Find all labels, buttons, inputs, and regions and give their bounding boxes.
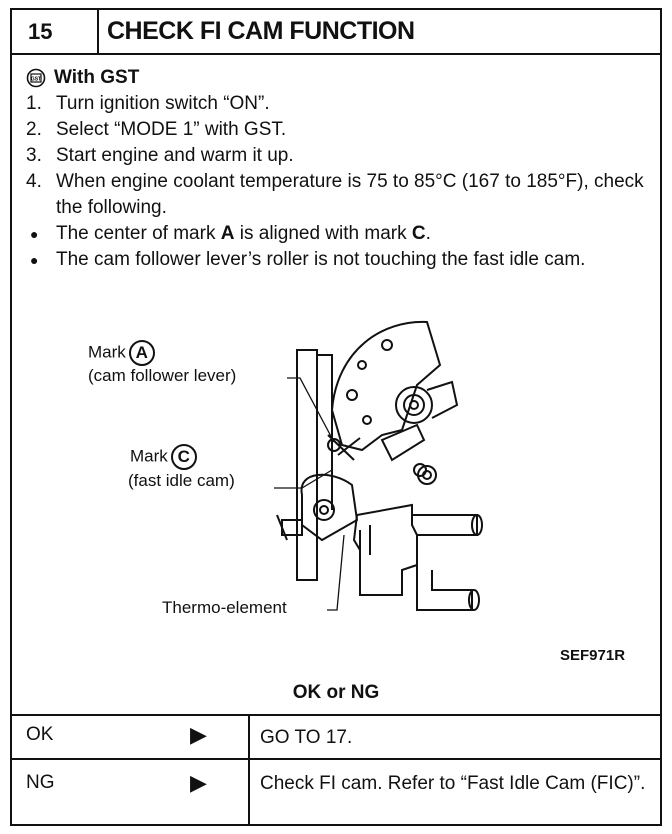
step-text: Turn ignition switch “ON”. — [56, 93, 270, 114]
arrow-icon: ▶ — [190, 722, 207, 747]
gst-heading: GST With GST — [26, 65, 656, 91]
mark-c-desc: (fast idle cam) — [128, 471, 235, 490]
step-text: When engine coolant temperature is 75 to… — [56, 171, 644, 218]
mark-a-circle: A — [128, 340, 155, 366]
check-text: The cam follower lever’s roller is not t… — [56, 249, 586, 270]
mark-a-desc: (cam follower lever) — [88, 366, 237, 385]
action-ng: Check FI cam. Refer to “Fast Idle Cam (F… — [260, 773, 646, 794]
divider — [248, 716, 250, 760]
check-text: The center of mark — [56, 223, 221, 244]
bullet-icon: ● — [30, 252, 39, 268]
bullet-icon: ● — [30, 226, 39, 242]
mark-c-text: Mark — [130, 446, 168, 466]
figure-code: SEF971R — [560, 647, 626, 664]
leader-lines — [274, 377, 345, 611]
check-item-2: ● The cam follower lever’s roller is not… — [26, 247, 656, 273]
step-number: 15 — [12, 10, 99, 53]
check-text: is aligned with mark — [234, 223, 412, 244]
mark-a-text: Mark — [88, 342, 126, 362]
step-num: 3. — [26, 145, 42, 166]
step-3: 3. Start engine and warm it up. — [26, 143, 656, 169]
gst-icon: GST — [26, 68, 46, 88]
mark-c-ref: C — [411, 223, 426, 244]
check-item-1: ● The center of mark A is aligned with m… — [26, 221, 656, 247]
page-title: CHECK FI CAM FUNCTION — [107, 17, 415, 45]
instructions: GST With GST 1. Turn ignition switch “ON… — [26, 65, 656, 273]
step-num: 1. — [26, 93, 42, 114]
procedure-box: 15 CHECK FI CAM FUNCTION GST With GST 1.… — [10, 8, 662, 826]
status-ok: OK — [26, 724, 54, 745]
step-num: 4. — [26, 171, 42, 192]
divider — [248, 760, 250, 826]
step-4: 4. When engine coolant temperature is 75… — [26, 169, 656, 221]
check-text: . — [425, 223, 431, 244]
header: 15 CHECK FI CAM FUNCTION — [12, 10, 660, 55]
result-row-ok: OK ▶ GO TO 17. — [12, 714, 660, 760]
step-2: 2. Select “MODE 1” with GST. — [26, 117, 656, 143]
mark-c-circle: C — [170, 444, 197, 470]
fi-cam-illustration — [276, 320, 483, 611]
action-ok: GO TO 17. — [260, 727, 353, 748]
gst-label: With GST — [54, 67, 140, 88]
step-1: 1. Turn ignition switch “ON”. — [26, 91, 656, 117]
result-row-ng: NG ▶ Check FI cam. Refer to “Fast Idle C… — [12, 758, 660, 826]
arrow-icon: ▶ — [190, 770, 207, 795]
step-text: Start engine and warm it up. — [56, 145, 294, 166]
step-text: Select “MODE 1” with GST. — [56, 119, 287, 140]
step-num: 2. — [26, 119, 42, 140]
mark-a-ref: A — [220, 223, 235, 244]
status-ng: NG — [26, 772, 55, 793]
thermo-element-label: Thermo-element — [162, 598, 287, 617]
svg-text:GST: GST — [31, 77, 41, 83]
result-title: OK or NG — [292, 682, 380, 703]
